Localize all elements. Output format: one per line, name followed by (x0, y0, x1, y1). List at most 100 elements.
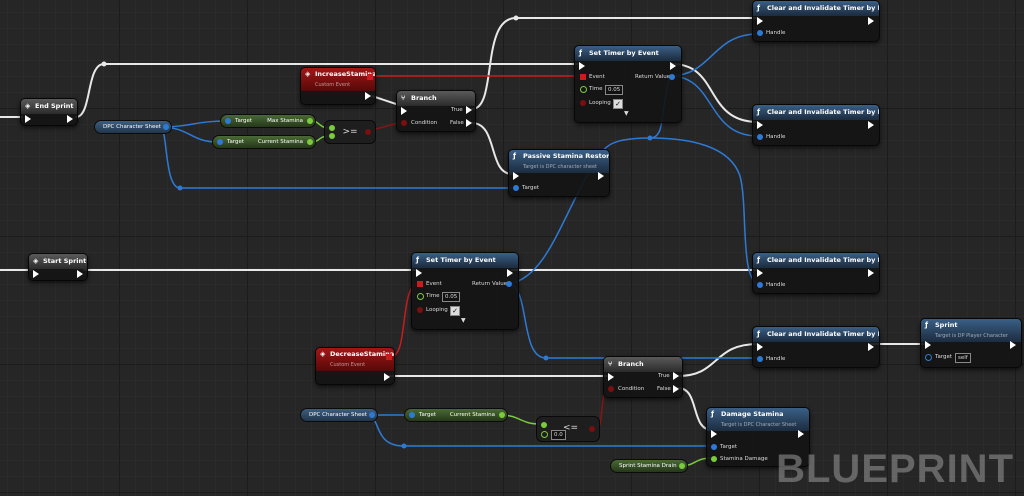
sprint-stamina-drain-variable[interactable]: Sprint Stamina Drain (610, 459, 688, 473)
exec-delegate-pin[interactable] (25, 115, 31, 123)
false-exec-pin[interactable] (466, 119, 472, 127)
target-pin[interactable] (217, 139, 223, 145)
exec-out-pin[interactable] (77, 270, 83, 278)
handle-pin[interactable] (757, 30, 763, 36)
true-exec-pin[interactable] (673, 372, 679, 380)
exec-in-pin[interactable] (757, 17, 763, 25)
exec-in-pin[interactable] (757, 121, 763, 129)
looping-pin[interactable] (580, 100, 586, 106)
greater-equal-node[interactable]: >= (324, 120, 376, 144)
time-pin[interactable] (417, 293, 424, 300)
handle-pin[interactable] (757, 356, 763, 362)
exec-in-pin[interactable] (711, 430, 717, 438)
event-delegate-pin[interactable] (386, 354, 392, 360)
node-title: DecreaseStamina (330, 350, 395, 358)
exec-out-pin[interactable] (670, 62, 676, 70)
get-max-stamina-node[interactable]: Target Max Stamina (220, 114, 316, 128)
time-input[interactable]: 0.05 (442, 292, 461, 302)
a-input-pin[interactable] (329, 125, 335, 131)
time-pin[interactable] (580, 86, 587, 93)
event-pin[interactable] (580, 74, 586, 80)
exec-in-pin[interactable] (608, 373, 614, 381)
expand-chevron-icon[interactable]: ▼ (461, 317, 466, 324)
exec-out-pin[interactable] (67, 115, 73, 123)
variable-out-pin[interactable] (307, 139, 313, 145)
false-exec-pin[interactable] (673, 385, 679, 393)
get-current-stamina-node-bottom[interactable]: Target Current Stamina (404, 408, 508, 422)
exec-in-pin[interactable] (925, 341, 931, 349)
true-exec-pin[interactable] (466, 106, 472, 114)
variable-out-pin[interactable] (368, 412, 375, 418)
exec-in-pin[interactable] (757, 343, 763, 351)
branch-node-bottom[interactable]: ⑂Branch Condition True False (603, 356, 683, 398)
exec-out-pin[interactable] (868, 269, 874, 277)
return-value-pin[interactable] (669, 74, 675, 80)
target-pin[interactable] (409, 412, 415, 418)
exec-out-pin[interactable] (507, 269, 513, 277)
target-pin[interactable] (711, 444, 717, 450)
exec-out-pin[interactable] (598, 172, 604, 180)
end-sprint-event-node[interactable]: ◈End Sprint (20, 98, 78, 126)
return-value-pin[interactable] (506, 281, 512, 287)
b-input-pin[interactable] (329, 133, 335, 139)
exec-out-pin[interactable] (868, 121, 874, 129)
event-pin[interactable] (417, 281, 423, 287)
looping-checkbox[interactable]: ✓ (450, 306, 460, 316)
dpc-character-sheet-variable-top[interactable]: DPC Character Sheet (94, 120, 172, 134)
looping-checkbox[interactable]: ✓ (613, 99, 623, 109)
result-pin[interactable] (589, 426, 595, 432)
exec-wire (677, 343, 759, 377)
exec-out-pin[interactable] (365, 92, 371, 100)
condition-pin[interactable] (608, 386, 614, 392)
exec-in-pin[interactable] (513, 172, 519, 180)
less-equal-node[interactable]: 0.0 <= (536, 416, 600, 442)
exec-out-pin[interactable] (798, 430, 804, 438)
function-icon: ƒ (757, 256, 761, 264)
variable-out-pin[interactable] (678, 463, 685, 469)
event-delegate-pin[interactable] (367, 74, 373, 80)
looping-pin[interactable] (417, 307, 423, 313)
start-sprint-event-node[interactable]: ◈Start Sprint (28, 253, 88, 281)
exec-in-pin[interactable] (401, 107, 407, 115)
condition-pin[interactable] (401, 120, 407, 126)
exec-out-pin[interactable] (1010, 341, 1016, 349)
exec-out-pin[interactable] (868, 17, 874, 25)
exec-delegate-pin[interactable] (33, 270, 39, 278)
branch-node-top[interactable]: ⑂Branch Condition True False (396, 90, 476, 132)
handle-pin[interactable] (757, 282, 763, 288)
exec-in-pin[interactable] (416, 269, 422, 277)
stamina-damage-pin[interactable] (711, 456, 717, 462)
variable-out-pin[interactable] (499, 412, 505, 418)
a-input-pin[interactable] (541, 422, 547, 428)
expand-chevron-icon[interactable]: ▼ (624, 110, 629, 117)
exec-in-pin[interactable] (579, 62, 585, 70)
result-pin[interactable] (365, 129, 371, 135)
exec-in-pin[interactable] (757, 269, 763, 277)
condition-label: Condition (411, 120, 438, 126)
exec-out-pin[interactable] (868, 343, 874, 351)
get-current-stamina-node-top[interactable]: Target Current Stamina (212, 135, 316, 149)
dpc-character-sheet-variable-bottom[interactable]: DPC Character Sheet (300, 408, 378, 422)
target-pin[interactable] (225, 118, 231, 124)
handle-pin[interactable] (757, 134, 763, 140)
variable-out-pin[interactable] (307, 118, 313, 124)
exec-out-pin[interactable] (384, 373, 390, 381)
b-value-input[interactable]: 0.0 (551, 430, 566, 440)
b-input-pin[interactable] (541, 431, 548, 438)
time-input[interactable]: 0.05 (605, 85, 624, 95)
target-pin[interactable] (513, 185, 519, 191)
target-pin[interactable] (925, 354, 932, 361)
variable-out-pin[interactable] (162, 124, 169, 130)
target-self-input[interactable]: self (955, 353, 971, 363)
